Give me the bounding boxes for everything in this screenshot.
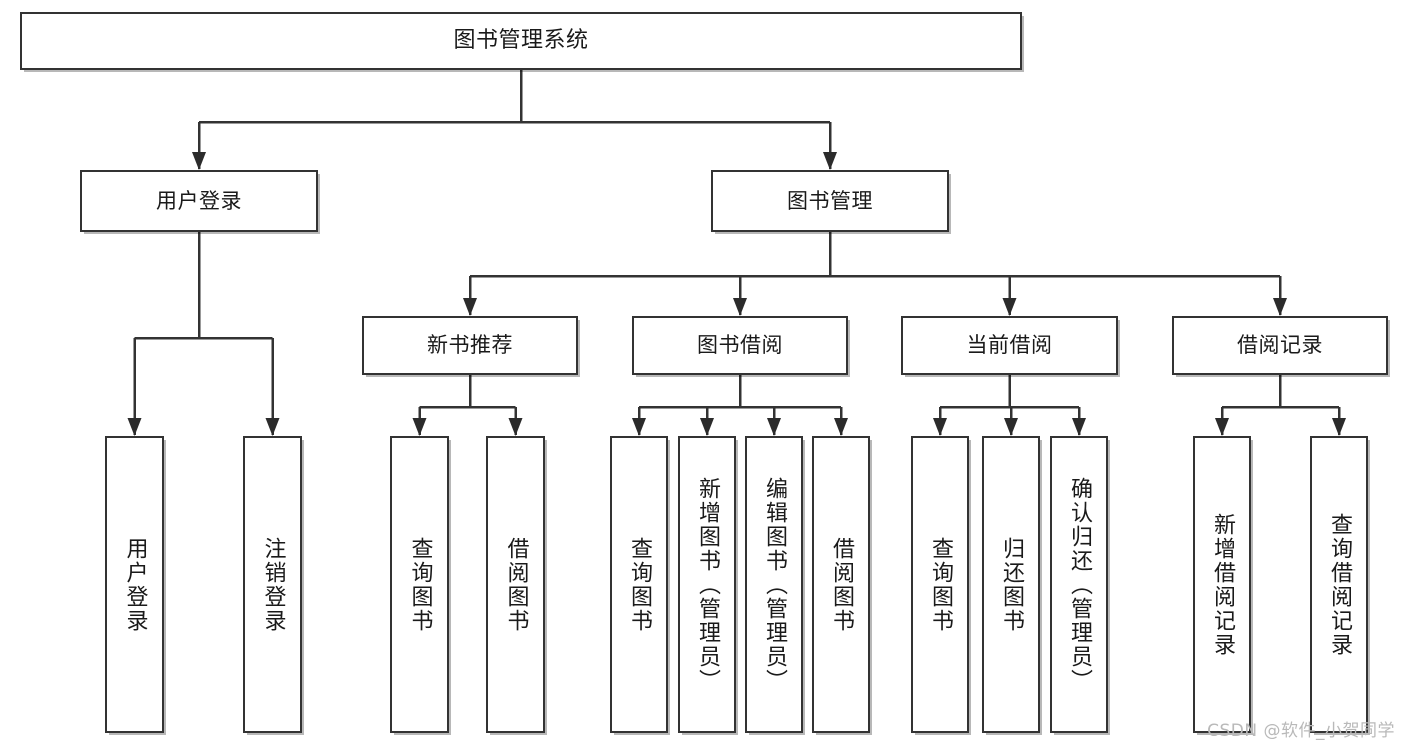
leaf-borrow-book[interactable]: 借阅图书 <box>812 436 870 733</box>
leaf-user-login[interactable]: 用户登录 <box>105 436 164 733</box>
leaf-query-book-current[interactable]: 查询图书 <box>911 436 969 733</box>
node-label: 借阅记录 <box>1237 333 1323 358</box>
node-root-system[interactable]: 图书管理系统 <box>20 12 1022 70</box>
node-label: 查询图书 <box>407 536 433 633</box>
leaf-logout[interactable]: 注销登录 <box>243 436 302 733</box>
node-label: 借阅图书 <box>503 536 529 633</box>
node-label: 图书借阅 <box>697 333 783 358</box>
node-new-book-recommendation[interactable]: 新书推荐 <box>362 316 578 375</box>
node-label: 确认归还（管理员） <box>1067 476 1092 693</box>
node-book-management[interactable]: 图书管理 <box>711 170 949 232</box>
node-label: 用户登录 <box>156 188 242 213</box>
node-label: 图书管理系统 <box>453 28 589 54</box>
node-label: 图书管理 <box>787 188 873 213</box>
node-borrowing-records[interactable]: 借阅记录 <box>1172 316 1388 375</box>
leaf-query-book-borrow[interactable]: 查询图书 <box>610 436 668 733</box>
node-current-borrowings[interactable]: 当前借阅 <box>901 316 1118 375</box>
node-book-borrowing[interactable]: 图书借阅 <box>632 316 848 375</box>
node-label: 编辑图书（管理员） <box>762 476 787 693</box>
node-label: 查询图书 <box>627 536 652 633</box>
watermark: CSDN @软件_小贺同学 <box>1207 721 1395 741</box>
node-label: 当前借阅 <box>966 333 1053 358</box>
leaf-add-borrow-record[interactable]: 新增借阅记录 <box>1193 436 1251 733</box>
node-label: 注销登录 <box>260 536 286 633</box>
node-label: 归还图书 <box>999 536 1024 633</box>
leaf-confirm-return-admin[interactable]: 确认归还（管理员） <box>1050 436 1108 733</box>
node-label: 新增图书（管理员） <box>695 476 720 693</box>
node-user-login[interactable]: 用户登录 <box>80 170 318 232</box>
node-label: 查询借阅记录 <box>1327 512 1352 657</box>
leaf-borrow-book-recommend[interactable]: 借阅图书 <box>486 436 545 733</box>
node-label: 新书推荐 <box>427 333 513 358</box>
leaf-edit-book-admin[interactable]: 编辑图书（管理员） <box>745 436 803 733</box>
leaf-return-book[interactable]: 归还图书 <box>982 436 1040 733</box>
leaf-query-borrow-record[interactable]: 查询借阅记录 <box>1310 436 1368 733</box>
node-label: 查询图书 <box>928 536 953 633</box>
leaf-query-book-recommend[interactable]: 查询图书 <box>390 436 449 733</box>
leaf-add-book-admin[interactable]: 新增图书（管理员） <box>678 436 736 733</box>
node-label: 新增借阅记录 <box>1210 512 1235 657</box>
node-label: 借阅图书 <box>829 536 854 633</box>
node-label: 用户登录 <box>122 536 148 633</box>
